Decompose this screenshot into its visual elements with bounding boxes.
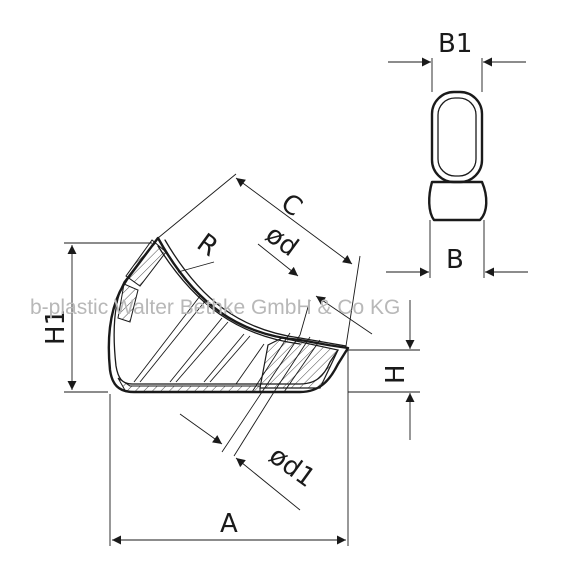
left-hatch-section-2	[117, 283, 139, 323]
rib-3	[203, 333, 245, 383]
label-r: R	[191, 228, 223, 263]
front-view: B1 B	[386, 29, 528, 278]
insert-hatch-block	[259, 337, 339, 389]
rib-1b	[139, 299, 207, 383]
rib-1	[133, 295, 201, 383]
label-a: A	[220, 509, 238, 539]
left-hatch-section	[125, 239, 167, 287]
watermark-text: b-plastic Walter Bethke GmbH & Co KG	[30, 296, 400, 319]
rib-2b	[175, 321, 229, 383]
front-upper-inner	[437, 97, 477, 177]
front-lower-base	[428, 180, 488, 222]
cap-outer-contour	[107, 236, 350, 394]
label-b1: B1	[438, 29, 472, 59]
shank-line-b	[233, 391, 275, 457]
front-upper-outer	[430, 90, 484, 184]
bore-line-b	[273, 336, 311, 393]
dimension-r: R	[177, 228, 223, 273]
dimension-h: H	[348, 300, 420, 440]
bottom-hatch-strip	[117, 377, 261, 393]
side-view	[107, 236, 350, 457]
bore-line-a	[261, 334, 301, 393]
label-d1: ød1	[263, 441, 320, 494]
label-h: H	[381, 364, 411, 384]
dimension-a: A	[109, 350, 349, 546]
bore-line-c	[251, 332, 291, 393]
cap-face-arc	[164, 239, 347, 347]
label-b: B	[446, 245, 464, 275]
shank-line-a	[221, 391, 263, 453]
rib-3b	[209, 335, 251, 383]
rib-2	[169, 317, 223, 383]
dimension-c: C	[157, 173, 361, 347]
dimension-h1: H1	[41, 242, 152, 393]
label-c: C	[275, 188, 307, 223]
label-h1: H1	[41, 309, 71, 345]
rib-4	[235, 343, 265, 385]
label-d: ød	[260, 220, 304, 263]
bore-line-d	[283, 339, 321, 393]
dimension-d1: ød1	[179, 413, 320, 511]
